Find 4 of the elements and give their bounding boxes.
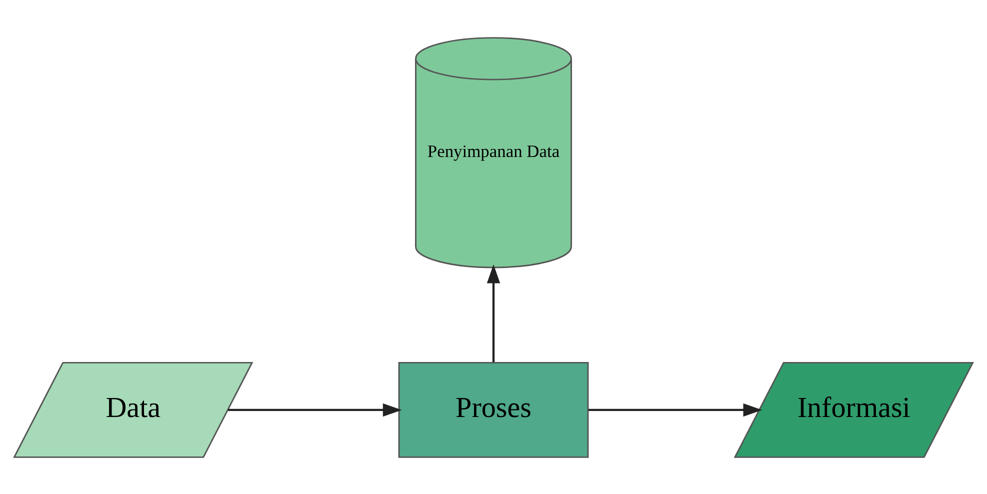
arrow [588,402,762,416]
node-box: Proses [398,361,589,458]
arrow [486,264,500,362]
arrow [228,402,402,416]
